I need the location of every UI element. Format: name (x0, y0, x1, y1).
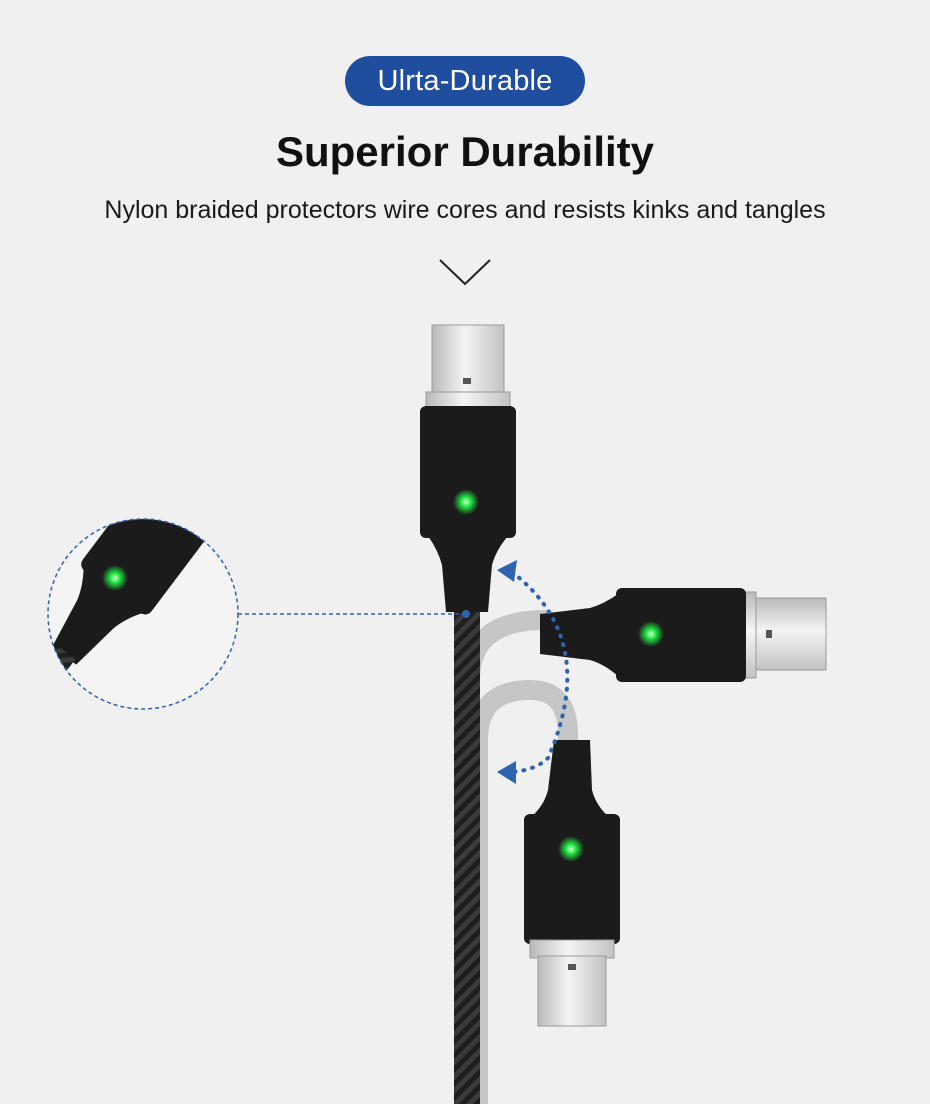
connector-right (540, 588, 827, 682)
green-led-icon (558, 836, 584, 862)
braided-cable (454, 600, 480, 1104)
green-led-icon (102, 565, 128, 591)
connector-bottom (524, 740, 620, 1027)
green-led-icon (638, 621, 664, 647)
page-subtitle: Nylon braided protectors wire cores and … (104, 196, 826, 224)
cable-illustration (47, 324, 827, 1104)
callout-dot (462, 610, 470, 618)
zoom-detail-circle (47, 518, 239, 710)
green-led-icon (453, 489, 479, 515)
curved-arrow-icon (497, 560, 570, 784)
page-title: Superior Durability (275, 128, 655, 175)
feature-badge: Ulrta-Durable (345, 56, 585, 106)
chevron-down-icon (439, 259, 491, 286)
connector-top (420, 324, 516, 612)
feature-badge-label: Ulrta-Durable (377, 64, 553, 97)
